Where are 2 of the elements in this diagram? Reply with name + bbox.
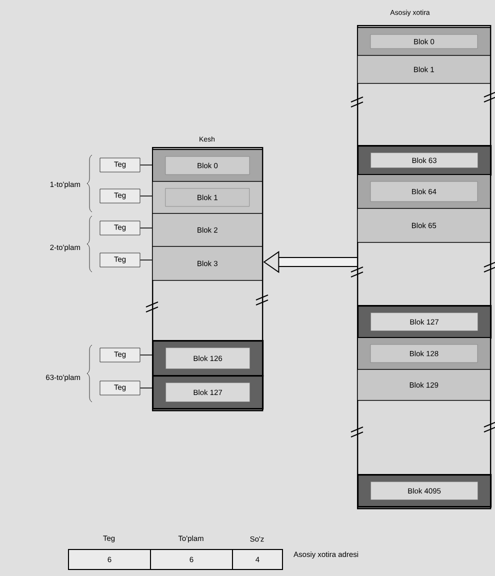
connector-line [140, 354, 152, 356]
connector-line [140, 164, 152, 166]
